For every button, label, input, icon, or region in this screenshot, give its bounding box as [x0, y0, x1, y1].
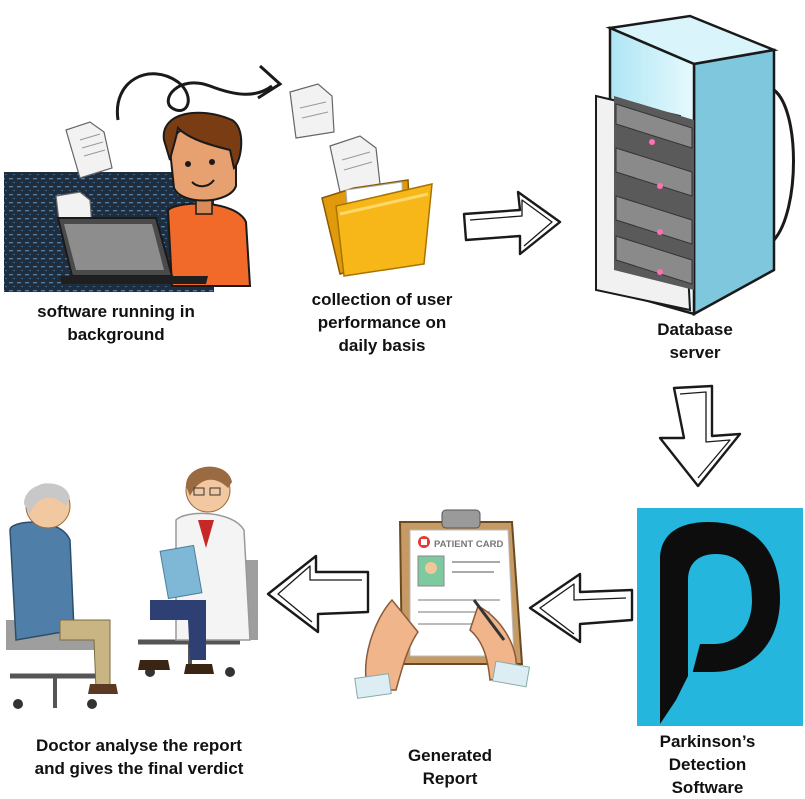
- arrow-down-icon: [658, 384, 742, 488]
- label-line: collection of user: [311, 290, 453, 309]
- label-database: Database server: [620, 318, 770, 364]
- label-line: daily basis: [338, 336, 426, 355]
- server-icon: [595, 14, 795, 317]
- label-collection: collection of user performance on daily …: [282, 288, 482, 357]
- label-detection: Parkinson’s Detection Software: [625, 730, 790, 799]
- doctor-figure: [138, 466, 258, 677]
- label-report: Generated Report: [375, 744, 525, 790]
- label-line: Generated: [407, 746, 493, 765]
- label-line: Database: [657, 320, 733, 339]
- label-line: software running in: [37, 302, 195, 321]
- label-line: Doctor analyse the report: [36, 736, 242, 755]
- document-icon: [289, 83, 335, 139]
- document-icon: [329, 135, 381, 193]
- clipboard-icon: PATIENT CARD: [354, 509, 531, 699]
- label-line: Report: [422, 769, 478, 788]
- developer-figure: [162, 111, 252, 287]
- software-illustration: [4, 64, 283, 292]
- label-line: background: [67, 325, 165, 344]
- p-logo-icon: [637, 508, 803, 726]
- document-icon: [65, 121, 113, 179]
- label-line: Parkinson’s: [659, 732, 756, 751]
- folder-icon: [321, 179, 433, 277]
- arrow-right-icon: [462, 190, 562, 256]
- label-doctor: Doctor analyse the report and gives the …: [4, 734, 274, 780]
- patient-figure: [6, 483, 118, 709]
- label-line: Software: [671, 778, 744, 797]
- label-line: server: [669, 343, 721, 362]
- arrow-left-icon: [266, 554, 370, 634]
- label-line: performance on: [317, 313, 447, 332]
- laptop-icon: [56, 217, 208, 284]
- label-software: software running in background: [16, 300, 216, 346]
- label-line: Detection: [668, 755, 747, 774]
- card-title: PATIENT CARD: [434, 539, 503, 550]
- collection-illustration: [289, 83, 433, 277]
- arrow-left-icon: [528, 572, 634, 644]
- label-line: and gives the final verdict: [34, 759, 244, 778]
